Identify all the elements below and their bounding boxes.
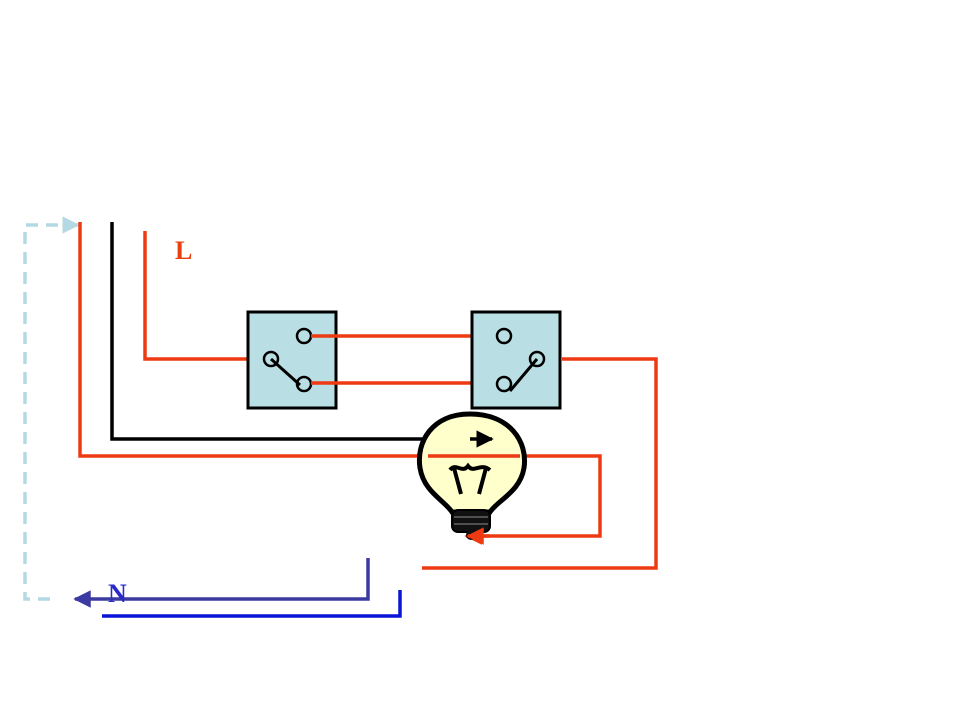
switch-output-wire [422,357,658,570]
right-two-way-switch[interactable] [470,310,562,410]
switch-lever-icon [508,358,539,392]
live-label: L [175,236,192,265]
switch-terminal-icon [495,375,513,393]
neutral-wire [102,590,402,618]
neutral-return-wire [73,558,370,608]
dashed-current-loop [23,216,80,601]
switch-box-left [246,310,338,410]
switch-terminal-icon [495,327,513,345]
live-feed-wire [143,231,271,361]
neutral-label: N [108,579,127,608]
black-wire [110,222,496,448]
switch-lever-icon [269,357,302,387]
switch-box-right [470,310,562,410]
switch-terminal-icon [528,350,546,368]
left-two-way-switch[interactable] [246,310,338,410]
live-return-wire [78,222,602,545]
light-bulb-icon [416,411,528,545]
switch-terminal-icon [262,350,280,368]
